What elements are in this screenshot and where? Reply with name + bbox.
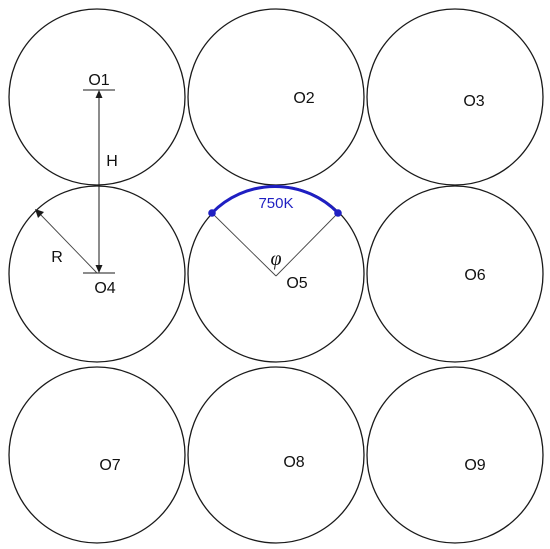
label-o2: O2	[293, 90, 314, 107]
sector-left-radius	[211, 212, 277, 277]
label-o3: O3	[463, 93, 484, 110]
pitch-arrowhead-bottom	[95, 265, 103, 273]
heated-arc	[210, 184, 340, 215]
radius-label: R	[51, 249, 63, 266]
sector-right-radius	[275, 212, 339, 277]
label-o8: O8	[283, 454, 304, 471]
angle-label: φ	[270, 248, 281, 270]
circle-o4	[8, 185, 186, 363]
circle-o2	[187, 8, 365, 186]
temperature-label: 750K	[258, 195, 293, 212]
circle-o1	[8, 8, 186, 186]
circle-o6	[366, 185, 544, 363]
label-o9: O9	[464, 457, 485, 474]
circle-o9	[366, 366, 544, 544]
pitch-dimension: H	[83, 89, 118, 274]
circle-o3	[366, 8, 544, 186]
radius-dimension: R	[35, 209, 98, 274]
circle-o8	[187, 366, 365, 544]
arc-endpoint-left	[208, 209, 216, 217]
label-o4: O4	[94, 280, 115, 297]
label-o5: O5	[286, 275, 307, 292]
radius-line	[39, 213, 98, 274]
arc-endpoint-right	[334, 209, 342, 217]
pitch-label: H	[106, 153, 118, 170]
label-o7: O7	[99, 457, 120, 474]
circle-o7	[8, 366, 186, 544]
label-o6: O6	[464, 267, 485, 284]
radius-arrowhead	[35, 209, 44, 218]
heated-sector: 750K φ	[208, 184, 342, 277]
pitch-arrowhead-top	[95, 90, 103, 98]
label-o1: O1	[88, 72, 109, 89]
